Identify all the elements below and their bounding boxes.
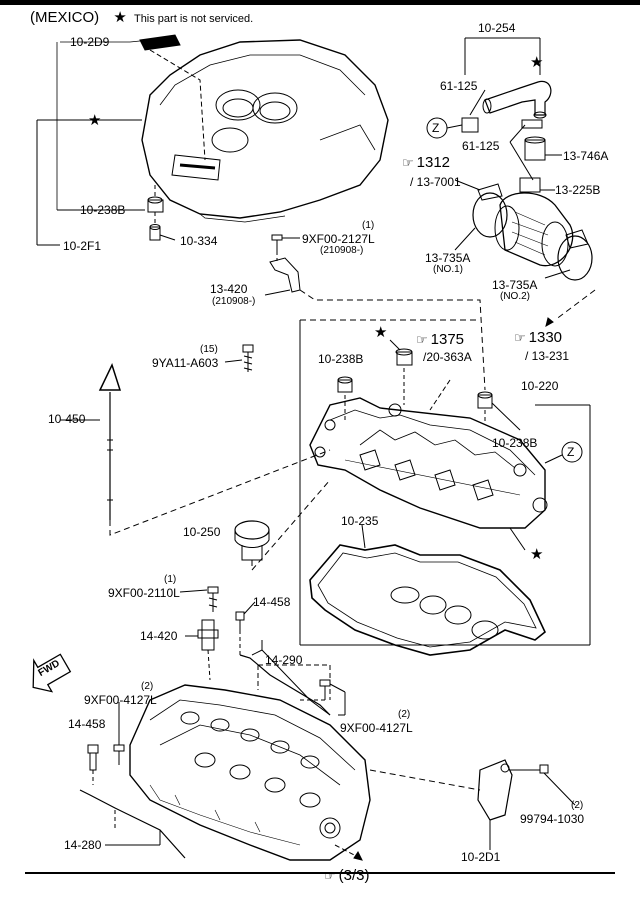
- bottom-rule: [25, 872, 615, 874]
- callout-99794-qty: (2): [571, 800, 584, 811]
- page-reference-icon: ☞: [514, 330, 526, 345]
- callout-9XF00-4127L-left: 9XF00-4127L: [84, 693, 157, 707]
- callout-9YA11-qty: (15): [200, 344, 218, 355]
- callout-14-420: 14-420: [140, 629, 178, 643]
- callout-14-280: 14-280: [64, 838, 102, 852]
- z-ref-top-label: Z: [432, 121, 440, 135]
- diagram-header: (MEXICO) ★ This part is not serviced.: [30, 8, 253, 26]
- callout-61-125-bottom: 61-125: [462, 139, 500, 153]
- callout-13-7001: / 13-7001: [410, 175, 461, 189]
- callout-1330-number: 1330: [528, 329, 563, 346]
- callout-10-254: 10-254: [478, 21, 516, 35]
- callout-10-238B-right: 10-238B: [492, 436, 538, 450]
- callout-13-225B: 13-225B: [555, 183, 601, 197]
- callout-1312-number: 1312: [416, 154, 451, 171]
- page-reference-icon: ☞: [416, 332, 428, 347]
- callout-10-450: 10-450: [48, 412, 86, 426]
- region-label: (MEXICO): [30, 9, 100, 26]
- callout-13-735A-no2-note: (NO.2): [500, 291, 530, 302]
- page-reference-icon: ☞: [402, 155, 414, 170]
- callout-10-250: 10-250: [183, 525, 221, 539]
- star-icon: ★: [530, 546, 544, 563]
- star-icon: ★: [374, 324, 388, 341]
- callout-10-334: 10-334: [180, 234, 218, 248]
- oil-control-valve-drawing: [179, 586, 219, 681]
- callout-13-735A-no1: 13-735A: [425, 251, 471, 265]
- cylinder-head-drawing: [129, 684, 371, 861]
- head-bolts-drawing: [87, 679, 346, 785]
- callout-13-420-date: (210908-): [212, 296, 256, 307]
- z-ref-circle-bottom: [561, 441, 583, 463]
- callout-13-735A-no2: 13-735A: [492, 278, 538, 292]
- page-reference-link[interactable]: ☞(3/3): [324, 868, 370, 883]
- oil-pipe-drawing: [239, 654, 331, 716]
- callout-10-2D1: 10-2D1: [461, 850, 501, 864]
- label-sticker-drawing: [139, 34, 181, 51]
- callout-99794-1030: 99794-1030: [520, 812, 585, 826]
- callout-20-363A: /20-363A: [423, 350, 472, 364]
- oil-pipe-lower-drawing: [79, 789, 186, 859]
- callout-1375: ☞1375: [416, 332, 464, 347]
- callout-10-235: 10-235: [341, 514, 379, 528]
- callout-10-220: 10-220: [521, 379, 559, 393]
- z-ref-bottom-label: Z: [567, 445, 575, 459]
- callout-9XF00-2110L: 9XF00-2110L: [108, 586, 180, 600]
- cylinder-head-cover-drawing: [309, 397, 548, 529]
- callout-9YA11-A603: 9YA11-A603: [152, 356, 219, 370]
- callout-9XF00-2127L: 9XF00-2127L: [302, 232, 375, 246]
- callout-10-238B-left: 10-238B: [318, 352, 364, 366]
- gasket-drawing: [309, 524, 546, 656]
- callout-13-420: 13-420: [210, 282, 248, 296]
- page-reference-text: (3/3): [338, 867, 370, 884]
- callout-1312: ☞1312: [402, 155, 450, 170]
- legend-note: This part is not serviced.: [133, 13, 254, 25]
- cover-bolt-drawing: [224, 344, 254, 372]
- star-icon: ★: [88, 112, 102, 129]
- callout-61-125-top: 61-125: [440, 79, 478, 93]
- air-hose-drawing: [454, 179, 593, 281]
- callout-13-746A: 13-746A: [563, 149, 609, 163]
- pcv-hose-drawing: [461, 37, 562, 193]
- callout-10-2D9: 10-2D9: [70, 35, 110, 49]
- oil-filler-cap-drawing: [234, 479, 331, 572]
- forward-arrow-icon: [32, 653, 72, 693]
- sensor-bolt-drawing: [235, 601, 331, 716]
- callout-9XF00-4127L-right: 9XF00-4127L: [340, 721, 413, 735]
- lower-bracket-drawing: [369, 759, 576, 850]
- star-icon: ★: [530, 54, 544, 71]
- callout-9XF00-2110L-qty: (1): [164, 574, 177, 585]
- grommet-drawing: [147, 185, 164, 241]
- bracket-drawing: [264, 234, 486, 391]
- callout-13-231: / 13-231: [525, 349, 570, 363]
- callout-13-735A-no1-note: (NO.1): [433, 264, 463, 275]
- callout-1375-number: 1375: [430, 331, 465, 348]
- callout-14-458-bottom: 14-458: [68, 717, 106, 731]
- star-legend-icon: ★: [113, 9, 127, 26]
- callout-14-458-top: 14-458: [253, 595, 291, 609]
- callout-14-290: 14-290: [265, 653, 303, 667]
- dipstick-drawing: [60, 362, 331, 536]
- callout-9XF00-4127L-right-qty: (2): [398, 709, 411, 720]
- callout-10-238B-top: 10-238B: [80, 203, 126, 217]
- engine-cover-drawing: [141, 39, 389, 223]
- callout-9XF00-2127L-qty: (1): [362, 220, 375, 231]
- top-rule: [0, 0, 640, 5]
- callout-10-2F1: 10-2F1: [63, 239, 102, 253]
- callout-1330: ☞1330: [514, 330, 562, 345]
- callout-9XF00-2127L-date: (210908-): [320, 245, 364, 256]
- callout-9XF00-4127L-left-qty: (2): [141, 681, 154, 692]
- page-reference-icon: ☞: [324, 868, 336, 883]
